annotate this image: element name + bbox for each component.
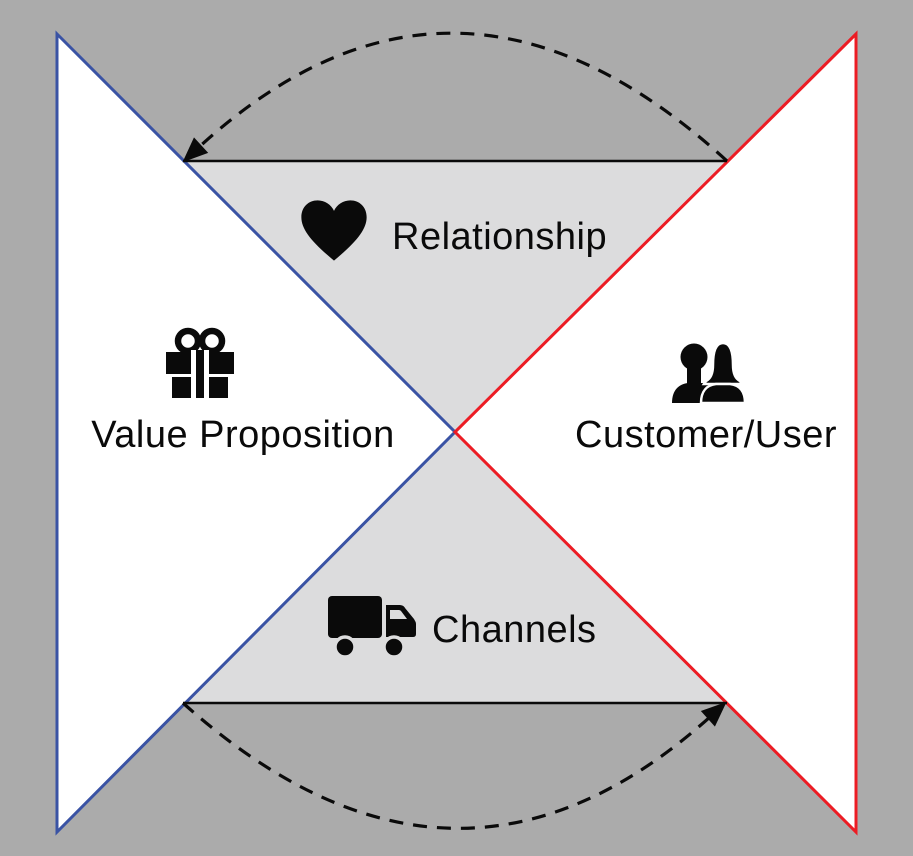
value-proposition-label: Value Proposition xyxy=(91,414,395,456)
gift-icon xyxy=(166,327,234,398)
channels-wedge xyxy=(183,432,727,703)
bottom-dashed-arc-arrow xyxy=(181,701,727,830)
relationship-label: Relationship xyxy=(392,216,607,258)
customer-user-label: Customer/User xyxy=(575,414,837,456)
value-proposition-triangle xyxy=(55,30,458,836)
heart-icon xyxy=(301,200,367,261)
top-dashed-arc-arrow xyxy=(182,31,729,163)
people-icon xyxy=(672,341,747,405)
channels-label: Channels xyxy=(432,609,597,651)
customer-triangle xyxy=(452,30,858,836)
truck-icon xyxy=(328,596,416,659)
